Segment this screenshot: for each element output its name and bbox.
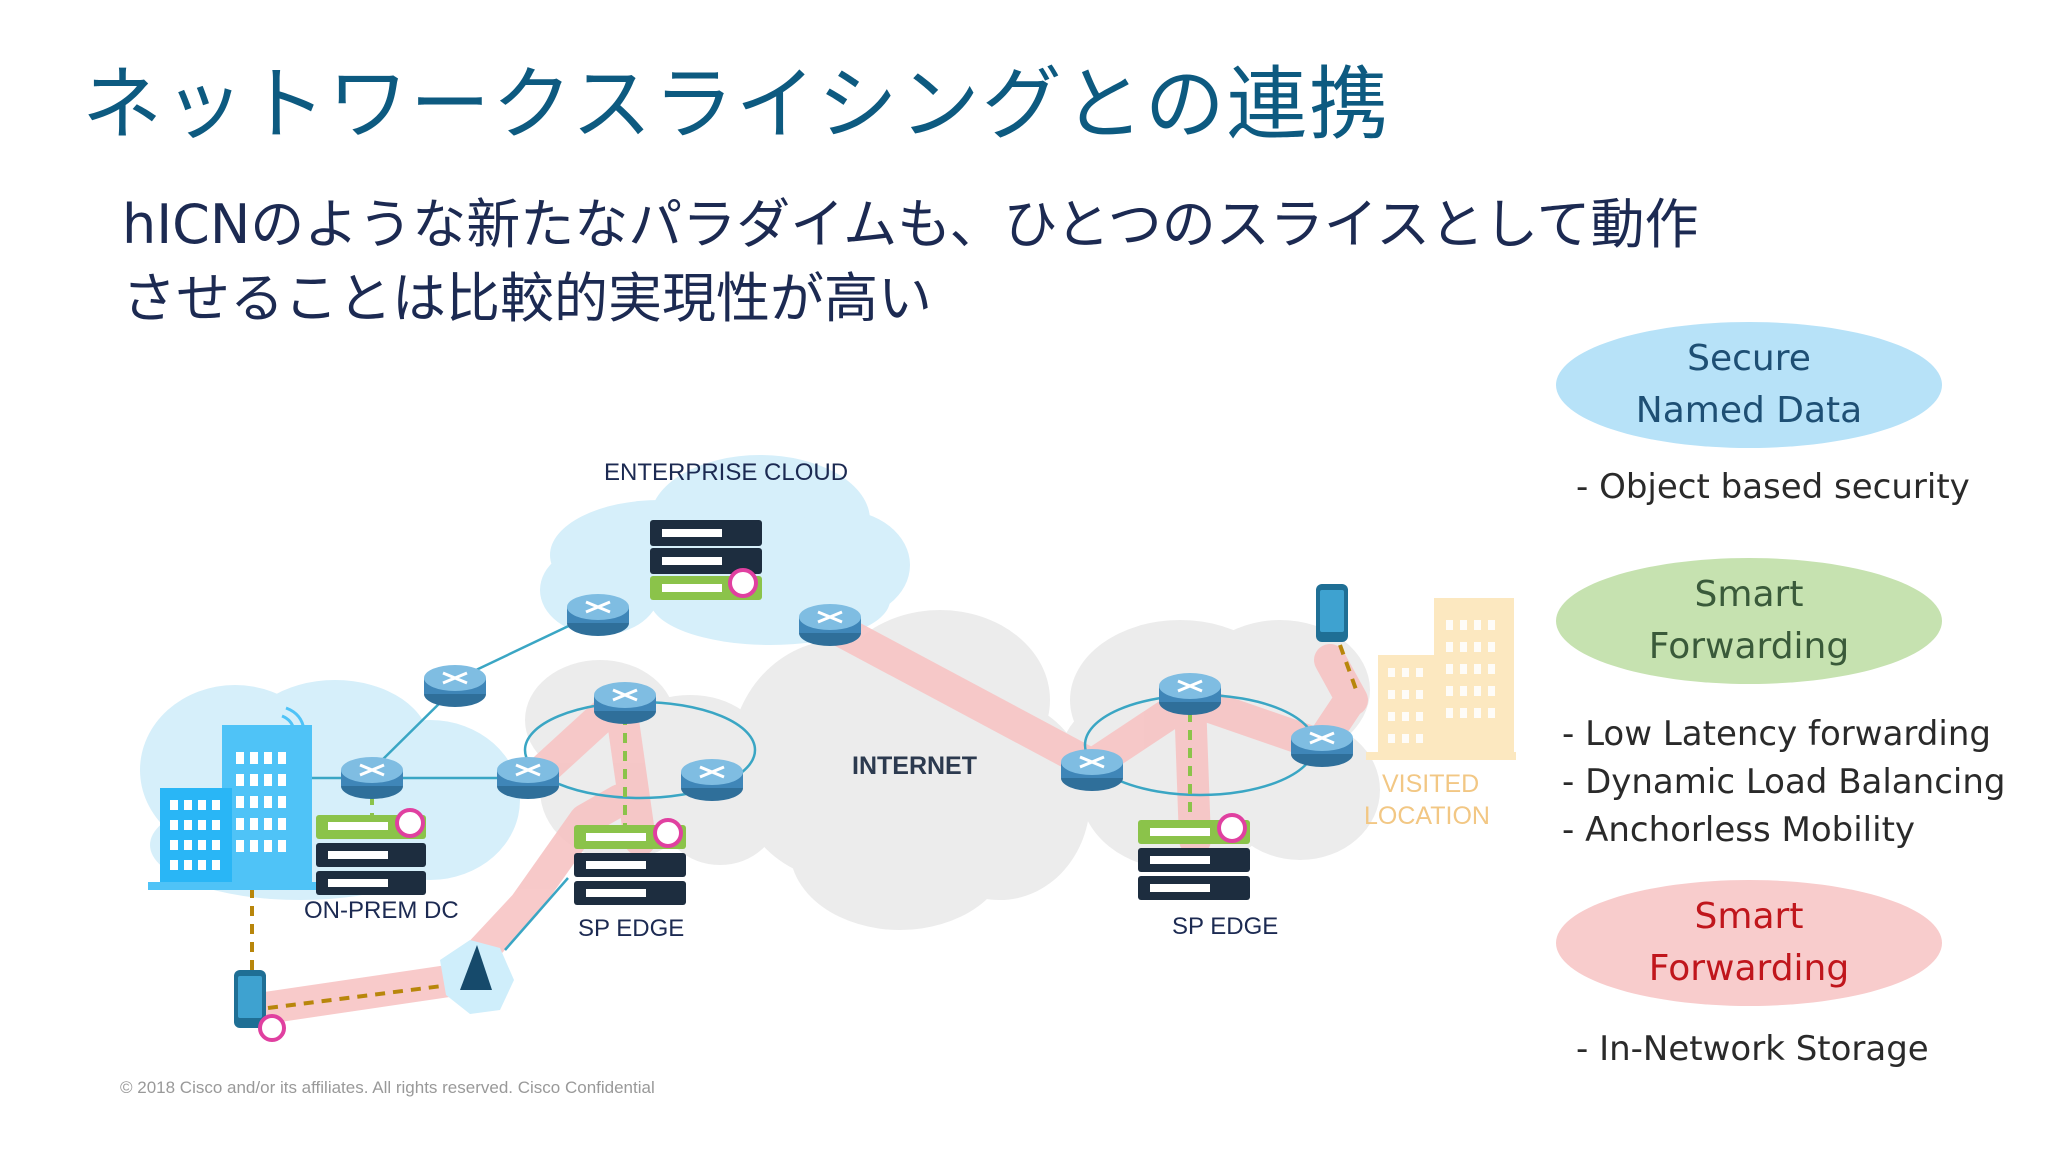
router-icon (567, 594, 629, 636)
router-icon (681, 759, 743, 801)
pill-line-1: Secure (1687, 338, 1811, 379)
secure-named-data-pill: Secure Named Data (1556, 322, 1942, 448)
slide-subtitle: hICNのような新たなパラダイムも、ひとつのスライスとして動作 させることは比較… (122, 188, 1699, 336)
sp-edge-right-label: SP EDGE (1172, 913, 1278, 940)
on-prem-building-icon (148, 706, 326, 890)
server-stack-enterprise (650, 520, 762, 600)
visited-label-line-1: VISITED (1382, 770, 1479, 798)
router-icon (1159, 673, 1221, 715)
pill-line-2: Forwarding (1648, 948, 1850, 989)
router-icon (341, 757, 403, 799)
router-icon (497, 757, 559, 799)
network-slice (236, 609, 1368, 1026)
mobile-phone-icon-visited (1316, 584, 1348, 642)
router-icon (1291, 725, 1353, 767)
mobile-phone-icon (234, 970, 286, 1042)
router-icon (1061, 749, 1123, 791)
cell-tower-icon (440, 940, 514, 1014)
internet-label: INTERNET (852, 752, 977, 780)
in-network-storage-bullets: - In-Network Storage (1576, 1025, 1929, 1073)
subtitle-line-2: させることは比較的実現性が高い (122, 267, 932, 330)
smart-forwarding-bullets: - Low Latency forwarding - Dynamic Load … (1562, 710, 2005, 854)
sp-edge-left-label: SP EDGE (578, 915, 684, 942)
pill-line-1: Smart (1694, 896, 1804, 937)
smart-forwarding-green-pill: Smart Forwarding (1556, 558, 1942, 684)
server-stack-sp-edge-right (1138, 813, 1250, 900)
bullet-item: - In-Network Storage (1576, 1029, 1929, 1069)
slide-title: ネットワークスライシングとの連携 (82, 58, 1391, 151)
on-prem-dc-label: ON-PREM DC (304, 897, 459, 924)
router-icon (424, 665, 486, 707)
routers (341, 594, 1353, 801)
enterprise-cloud-label: ENTERPRISE CLOUD (604, 459, 848, 486)
bullet-item: - Dynamic Load Balancing (1562, 762, 2006, 802)
pill-line-2: Forwarding (1648, 626, 1850, 667)
dashed-links (250, 644, 1360, 1010)
pill-line-1: Smart (1694, 574, 1804, 615)
server-stack-sp-edge-left (574, 818, 686, 905)
visited-label-line-2: LOCATION (1364, 802, 1490, 830)
copyright-footer: © 2018 Cisco and/or its affiliates. All … (120, 1078, 655, 1097)
bullet-item: - Low Latency forwarding (1562, 714, 1991, 754)
pill-line-2: Named Data (1635, 390, 1863, 431)
smart-forwarding-red-pill: Smart Forwarding (1556, 880, 1942, 1006)
subtitle-line-1: hICNのような新たなパラダイムも、ひとつのスライスとして動作 (122, 193, 1699, 256)
bullet-item: - Object based security (1576, 467, 1970, 507)
router-icon (799, 604, 861, 646)
bullet-item: - Anchorless Mobility (1562, 810, 1916, 850)
server-stack-on-prem (316, 808, 426, 895)
router-icon (594, 682, 656, 724)
visited-building-windows (1388, 620, 1495, 743)
secure-named-data-bullets: - Object based security (1576, 463, 1970, 511)
